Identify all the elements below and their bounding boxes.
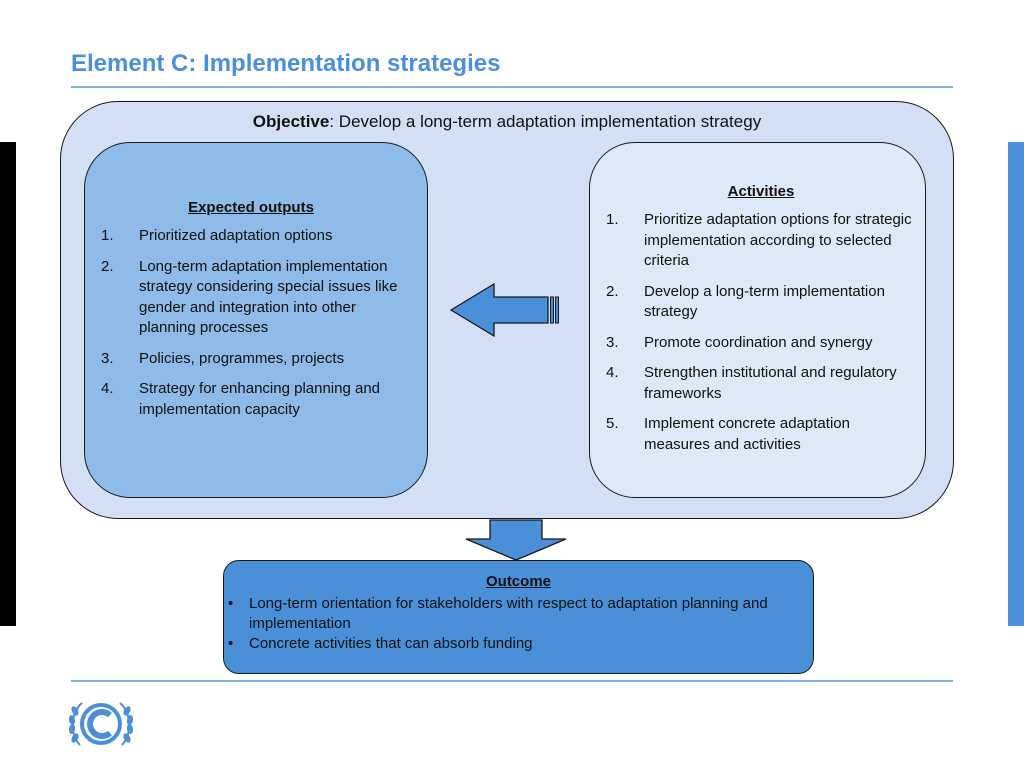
list-item-text: Implement concrete adaptation measures a… (644, 415, 850, 453)
list-item: 5. Implement concrete adaptation measures… (606, 414, 916, 455)
list-item-number: 3. (101, 349, 114, 367)
list-item: 4. Strengthen institutional and regulator… (606, 363, 916, 404)
arrow-left-icon (450, 282, 559, 338)
list-item-text: Strategy for enhancing planning and impl… (139, 380, 381, 418)
list-item-number: 4. (606, 364, 619, 381)
list-item-text: Policies, programmes, projects (139, 349, 345, 367)
list-item-text: Promote coordination and synergy (644, 333, 873, 351)
list-item: • Concrete activities that can absorb fun… (228, 634, 808, 654)
list-item-text: Develop a long-term implementation strat… (644, 282, 885, 321)
list-item: 1. Prioritize adaptation options for stra… (606, 210, 916, 272)
objective-label: Objective (252, 112, 330, 131)
list-item-text: Long-term orientation for stakeholders w… (249, 595, 768, 632)
list-item-number: 1. (101, 227, 114, 244)
expected-outputs-list: 1. Prioritized adaptation options 2. Long-… (101, 226, 401, 420)
list-item: 2. Long-term adaptation implementation st… (101, 257, 401, 339)
unfccc-logo-icon (68, 702, 134, 746)
list-item-text: Prioritized adaptation options (139, 227, 333, 244)
left-edge-bar (0, 142, 16, 626)
title-divider (71, 86, 953, 88)
list-item-number: 5. (606, 415, 619, 432)
activities-heading: Activities (727, 183, 795, 200)
list-item: 1. Prioritized adaptation options (101, 226, 401, 247)
list-item-text: Long-term adaptation implementation stra… (139, 257, 398, 337)
list-item: • Long-term orientation for stakeholders … (228, 594, 808, 634)
outcome-box: Outcome • Long-term orientation for stake… (223, 560, 814, 674)
expected-outputs-heading: Expected outputs (188, 199, 314, 216)
activities-box: Activities 1. Prioritize adaptation optio… (589, 142, 926, 498)
list-item-number: 4. (101, 380, 114, 397)
list-item-text: Prioritize adaptation options for strate… (644, 211, 912, 269)
expected-outputs-box: Expected outputs 1. Prioritized adaptatio… (84, 142, 428, 498)
list-item: 3. Policies, programmes, projects (101, 349, 401, 370)
activities-list: 1. Prioritize adaptation options for stra… (606, 210, 916, 455)
slide-title: Element C: Implementation strategies (71, 50, 501, 77)
list-item-text: Strengthen institutional and regulatory … (644, 364, 897, 402)
outcome-heading: Outcome (485, 573, 551, 590)
list-item-text: Concrete activities that can absorb fund… (249, 635, 533, 652)
list-item: 2. Develop a long-term implementation str… (606, 282, 916, 323)
list-item-number: 3. (606, 333, 619, 351)
bullet-marker: • (228, 595, 234, 612)
footer-divider (71, 680, 953, 682)
bullet-marker: • (228, 635, 234, 652)
outcome-list: • Long-term orientation for stakeholders … (228, 594, 808, 654)
list-item-number: 2. (101, 257, 114, 275)
list-item-number: 1. (606, 211, 619, 228)
list-item: 3. Promote coordination and synergy (606, 333, 916, 354)
list-item: 4. Strategy for enhancing planning and im… (101, 379, 401, 420)
objective-text: : Develop a long-term adaptation impleme… (329, 112, 762, 131)
objective-statement: Objective: Develop a long-term adaptatio… (60, 112, 954, 132)
arrow-down-icon (465, 519, 567, 561)
right-edge-bar (1008, 142, 1024, 626)
list-item-number: 2. (606, 282, 619, 300)
